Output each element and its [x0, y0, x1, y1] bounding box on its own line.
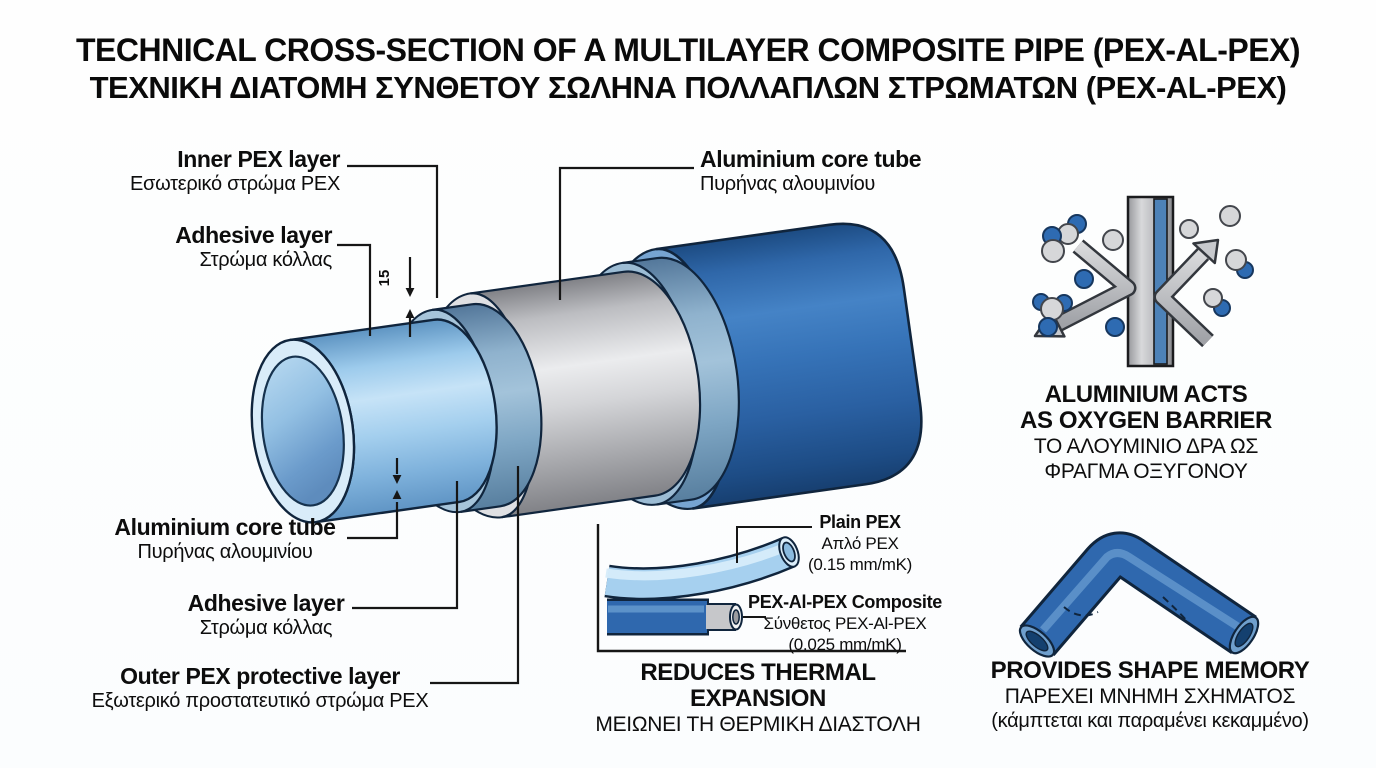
label-aluminium-bottom-el: Πυρήνας αλουμινίου: [137, 541, 313, 563]
dimension-label-15: 15: [376, 269, 393, 287]
label-aluminium-top-en: Aluminium core tube: [700, 146, 922, 172]
label-adhesive-top-en: Adhesive layer: [175, 222, 332, 248]
thermal-expansion-illustration: [596, 524, 906, 653]
title-english: TECHNICAL CROSS-SECTION OF A MULTILAYER …: [75, 32, 1301, 68]
thermal-caption-en: REDUCES THERMAL EXPANSION: [640, 659, 876, 712]
label-inner-pex-el: Εσωτερικό στρώμα PEX: [130, 173, 340, 195]
label-inner-pex-layer: Inner PEX layer Εσωτερικό στρώμα PEX: [96, 146, 340, 197]
thermal-caption-el: ΜΕΙΩΝΕΙ ΤΗ ΘΕΡΜΙΚΗ ΔΙΑΣΤΟΛΗ: [595, 713, 921, 736]
shape-caption-el: ΠΑΡΕΧΕΙ ΜΝΗΜΗ ΣΧΗΜΑΤΟΣ: [1004, 685, 1296, 708]
oxygen-caption-el-line2: ΦΡΑΓΜΑ ΟΞΥΓΟΝΟΥ: [1044, 460, 1248, 483]
oxygen-barrier-illustration: [1032, 195, 1254, 368]
label-adhesive-bottom-el: Στρώμα κόλλας: [199, 617, 333, 639]
plain-pex-value: (0.15 mm/mK): [807, 555, 913, 574]
dimension-arrowheads: [392, 288, 415, 499]
label-outer-pex-en: Outer PEX protective layer: [120, 663, 400, 689]
oxygen-caption-el-line1: ΤΟ ΑΛΟΥΜΙΝΙΟ ΔΡΑ ΩΣ: [1033, 435, 1259, 458]
molecule-icons: [1032, 205, 1254, 337]
composite-el: Σύνθετος PEX-Al-PEX: [763, 614, 927, 633]
caption-oxygen-barrier: ALUMINIUM ACTS AS OXYGEN BARRIER ΤΟ ΑΛΟΥ…: [1000, 382, 1292, 484]
label-aluminium-core-top: Aluminium core tube Πυρήνας αλουμινίου: [700, 146, 960, 197]
bounce-arrow-right-icon: [1153, 238, 1220, 348]
caption-shape-memory: PROVIDES SHAPE MEMORY ΠΑΡΕΧΕΙ ΜΝΗΜΗ ΣΧΗΜ…: [968, 658, 1332, 733]
label-adhesive-bottom-en: Adhesive layer: [187, 590, 345, 616]
label-aluminium-top-el: Πυρήνας αλουμινίου: [700, 173, 876, 195]
label-adhesive-top-el: Στρώμα κόλλας: [199, 249, 333, 271]
pipe-opening-left: [1018, 624, 1056, 658]
oxygen-caption-en-line2: AS OXYGEN BARRIER: [1020, 407, 1272, 434]
label-aluminium-core-bottom: Aluminium core tube Πυρήνας αλουμινίου: [103, 514, 347, 565]
title-greek: ΤΕΧΝΙΚΗ ΔΙΑΤΟΜΗ ΣΥΝΘΕΤΟΥ ΣΩΛΗΝΑ ΠΟΛΛΑΠΛΩ…: [89, 70, 1287, 105]
composite-value: (0.025 mm/mK): [788, 635, 902, 654]
label-outer-pex-el: Εξωτερικό προστατευτικό στρώμα PEX: [91, 690, 429, 712]
composite-pipe-icon: [607, 598, 743, 636]
pipe-opening-right: [1228, 615, 1260, 655]
caption-thermal-expansion: REDUCES THERMAL EXPANSION ΜΕΙΩΝΕΙ ΤΗ ΘΕΡ…: [580, 660, 936, 737]
plain-pex-pipe-icon: [604, 536, 800, 601]
shape-caption-en: PROVIDES SHAPE MEMORY: [990, 657, 1310, 684]
pipe-cutaway-illustration: [250, 222, 923, 524]
label-composite-pipe: PEX-Al-PEX Composite Σύνθετος PEX-Al-PEX…: [738, 592, 952, 655]
label-inner-pex-en: Inner PEX layer: [177, 146, 340, 172]
label-adhesive-layer-bottom: Adhesive layer Στρώμα κόλλας: [146, 590, 386, 641]
axis-bracket: [596, 524, 906, 653]
label-plain-pex: Plain PEX Απλό PEX (0.15 mm/mK): [773, 512, 947, 575]
composite-en: PEX-Al-PEX Composite: [747, 592, 943, 612]
plain-pex-en: Plain PEX: [819, 512, 901, 532]
leader-lines: [337, 164, 694, 685]
label-outer-pex-layer: Outer PEX protective layer Εξωτερικό προ…: [86, 663, 434, 714]
shape-caption-note: (κάμπτεται και παραμένει κεκαμμένο): [991, 710, 1309, 732]
shape-memory-illustration: [1018, 531, 1260, 658]
label-aluminium-bottom-en: Aluminium core tube: [114, 514, 336, 540]
label-adhesive-layer-top: Adhesive layer Στρώμα κόλλας: [118, 222, 332, 273]
plain-pex-el: Απλό PEX: [821, 534, 899, 553]
thermal-leader-lines: [736, 526, 812, 618]
oxygen-caption-en-line1: ALUMINIUM ACTS: [1044, 381, 1248, 408]
